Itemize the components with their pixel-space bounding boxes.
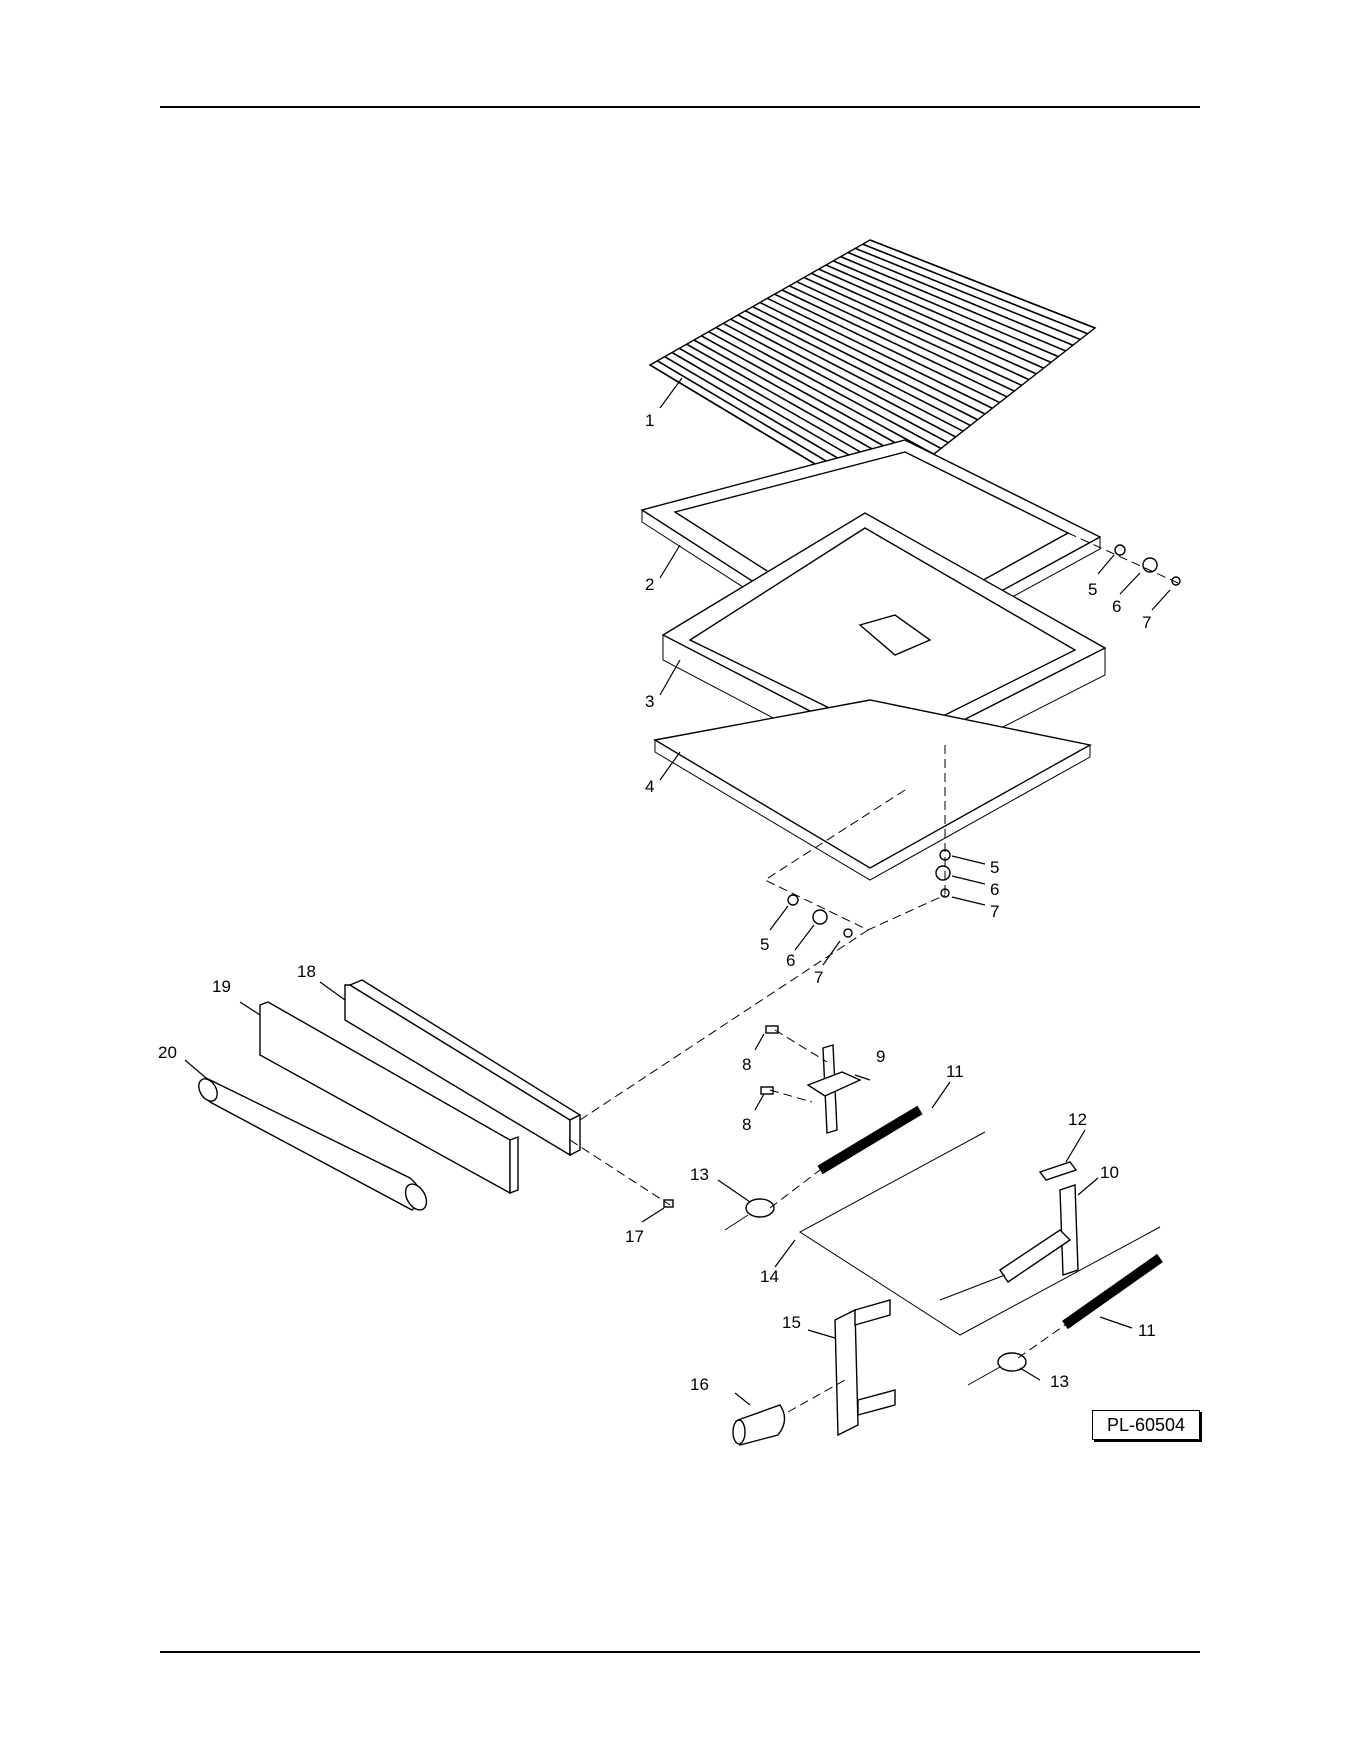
callout-7a: 7 bbox=[1142, 613, 1151, 632]
drip-pan bbox=[655, 700, 1090, 880]
mounting-bracket bbox=[808, 1045, 860, 1133]
lever-plate bbox=[1040, 1162, 1076, 1180]
callout-13a: 13 bbox=[690, 1165, 709, 1184]
springs bbox=[820, 1110, 1160, 1325]
drawing-number-label: PL-60504 bbox=[1092, 1410, 1200, 1440]
callout-7c: 7 bbox=[814, 968, 823, 987]
callout-8a: 8 bbox=[742, 1055, 751, 1074]
callout-5b: 5 bbox=[990, 858, 999, 877]
callout-5c: 5 bbox=[760, 935, 769, 954]
callout-17: 17 bbox=[625, 1227, 644, 1246]
callout-5a: 5 bbox=[1088, 580, 1097, 599]
callout-18: 18 bbox=[297, 962, 316, 981]
callout-13b: 13 bbox=[1050, 1372, 1069, 1391]
handle-knob bbox=[733, 1405, 785, 1445]
callout-4: 4 bbox=[645, 777, 654, 796]
callout-16: 16 bbox=[690, 1375, 709, 1394]
rack-bracket bbox=[835, 1300, 895, 1435]
callout-6a: 6 bbox=[1112, 597, 1121, 616]
callout-11a: 11 bbox=[946, 1062, 964, 1081]
callout-6c: 6 bbox=[786, 951, 795, 970]
callout-11b: 11 bbox=[1138, 1321, 1156, 1340]
callout-3: 3 bbox=[645, 692, 654, 711]
callout-8b: 8 bbox=[742, 1115, 751, 1134]
callout-12: 12 bbox=[1068, 1110, 1087, 1129]
callout-10: 10 bbox=[1100, 1163, 1119, 1182]
callout-15: 15 bbox=[782, 1313, 801, 1332]
callout-1: 1 bbox=[645, 411, 654, 430]
callout-20: 20 bbox=[158, 1043, 177, 1062]
callout-2: 2 bbox=[645, 575, 654, 594]
callout-19: 19 bbox=[212, 977, 231, 996]
callout-7b: 7 bbox=[990, 902, 999, 921]
callout-14: 14 bbox=[760, 1267, 779, 1286]
callout-6b: 6 bbox=[990, 880, 999, 899]
callout-9: 9 bbox=[876, 1047, 885, 1066]
eye-pins bbox=[725, 1199, 1026, 1385]
screws-8 bbox=[761, 1026, 778, 1094]
